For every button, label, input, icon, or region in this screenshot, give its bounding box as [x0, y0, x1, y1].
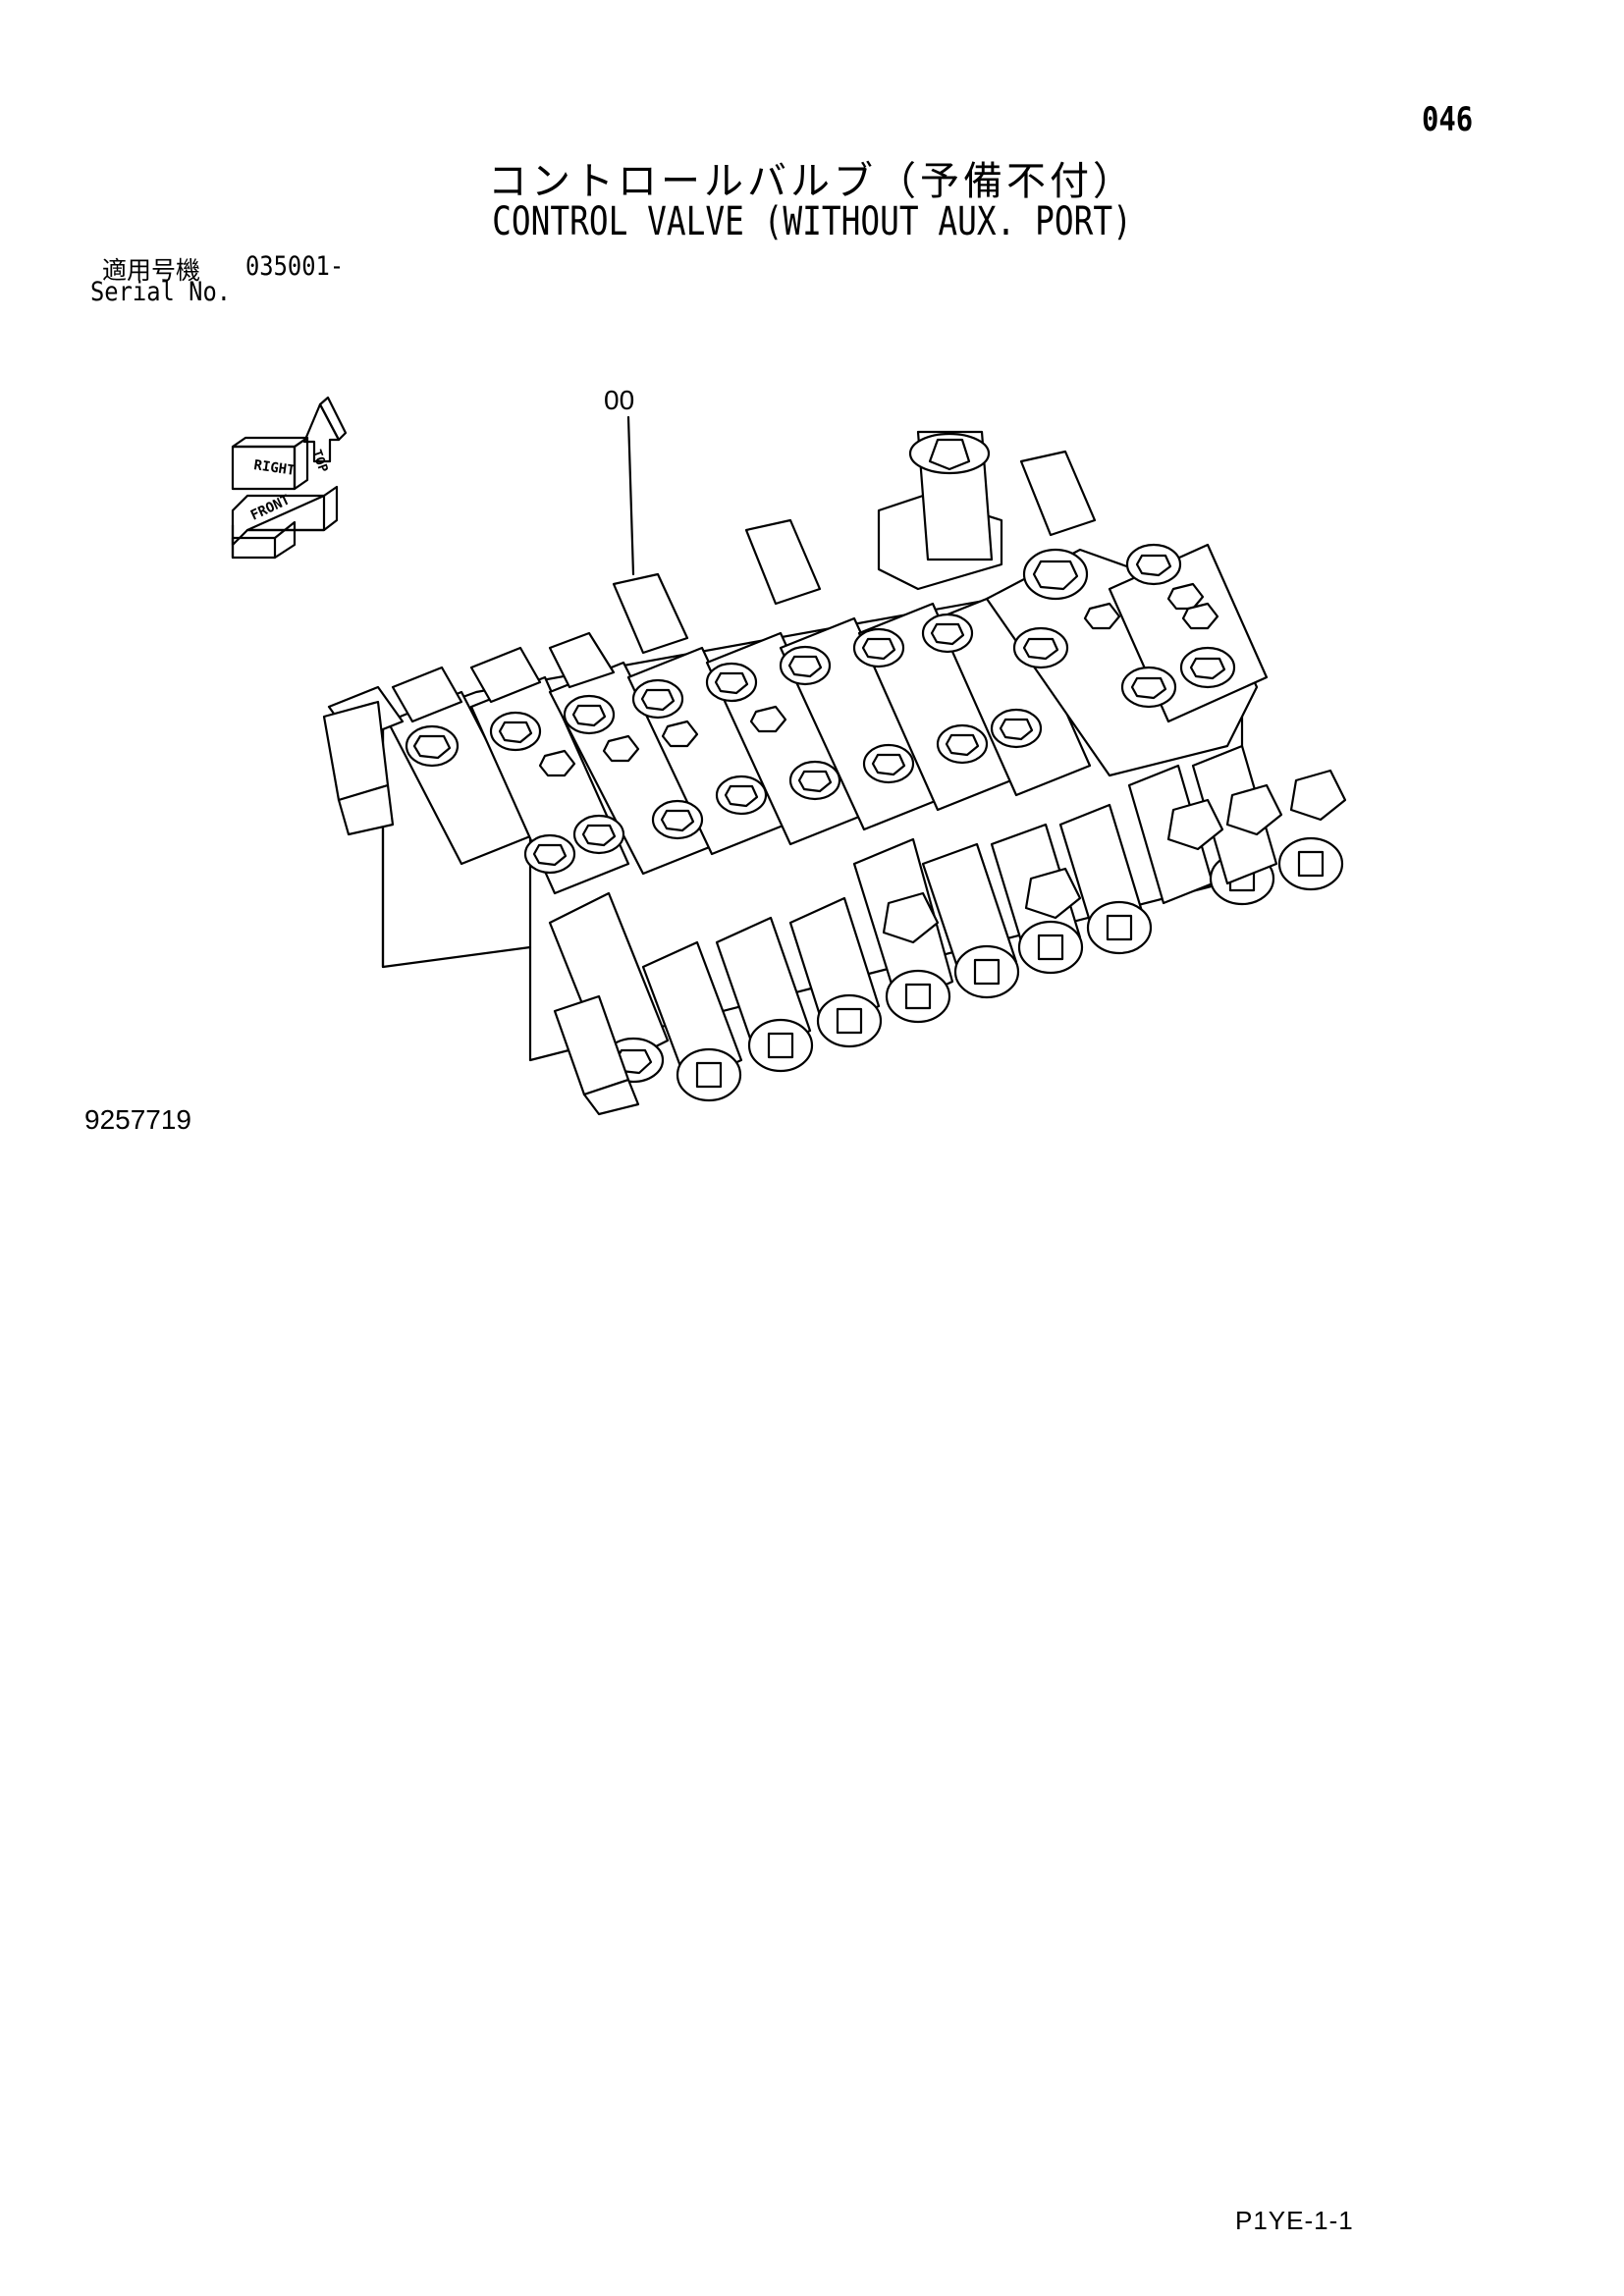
- serial-range: 035001-: [245, 251, 345, 282]
- serial-label-japanese: 適用号機: [102, 256, 201, 285]
- valve-sections: [386, 543, 1269, 895]
- callout-leader-line: [626, 415, 635, 576]
- legend-top-text: TOP: [308, 448, 330, 474]
- relief-valve: [877, 430, 1003, 591]
- serial-label-english: Serial No.: [90, 277, 232, 307]
- title-japanese: コントロールバルブ（予備不付）: [488, 159, 1136, 204]
- page-code: P1YE-1-1: [1235, 2206, 1354, 2235]
- page-number: 046: [1422, 100, 1474, 139]
- front-spool-ends: [548, 744, 1347, 1102]
- top-port-fittings: [405, 543, 1236, 875]
- rear-spool-caps: [327, 450, 1097, 743]
- drawing-number: 9257719: [84, 1104, 192, 1135]
- part-callout-label: 00: [604, 385, 635, 415]
- left-end-caps: [322, 700, 640, 1116]
- legend-right-text: RIGHT: [252, 457, 296, 479]
- title-english: CONTROL VALVE (WITHOUT AUX. PORT): [492, 199, 1132, 244]
- valve-body: [381, 567, 1244, 1062]
- legend-front-text: FRONT: [248, 492, 293, 523]
